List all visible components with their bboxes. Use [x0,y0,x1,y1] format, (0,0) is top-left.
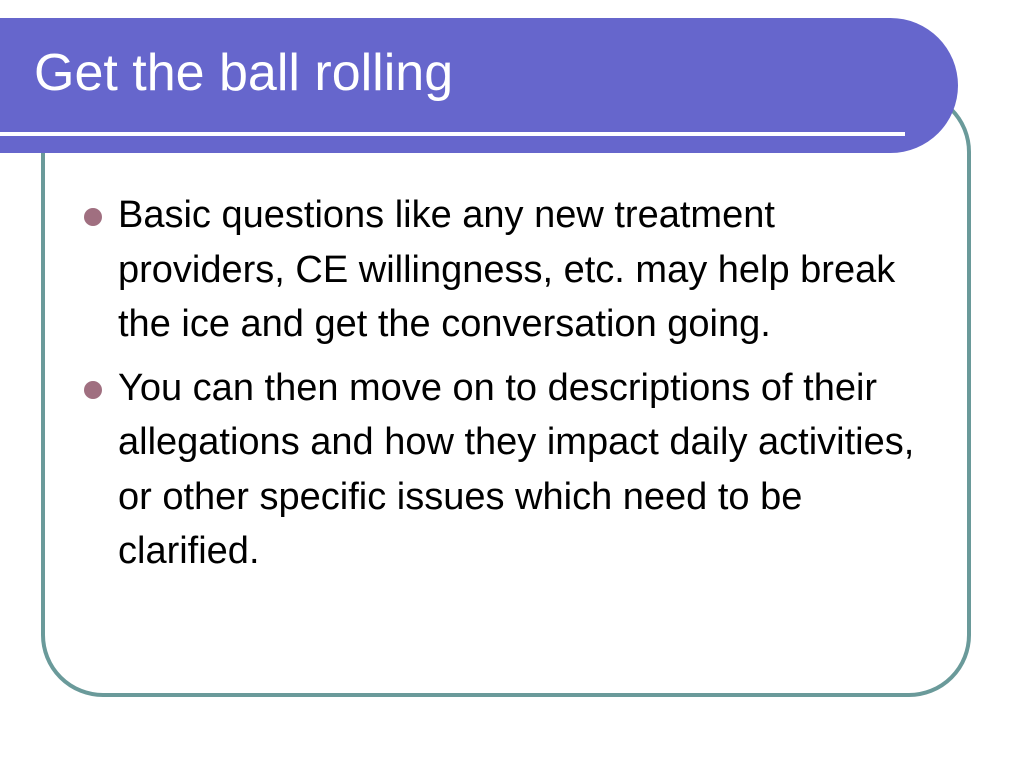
bullet-dot-icon [84,380,102,399]
title-bar [0,18,958,153]
bullet-text: Basic questions like any new treatment p… [118,194,896,345]
title-underline [0,132,905,136]
bullet-item: You can then move on to descriptions of … [84,361,948,579]
bullet-dot-icon [84,208,102,226]
bullet-item: Basic questions like any new treatment p… [84,188,948,352]
content-frame [41,90,971,697]
bullet-list: Basic questions like any new treatment p… [84,188,948,588]
bullet-text: You can then move on to descriptions of … [118,366,915,573]
slide-title: Get the ball rolling [34,44,454,102]
